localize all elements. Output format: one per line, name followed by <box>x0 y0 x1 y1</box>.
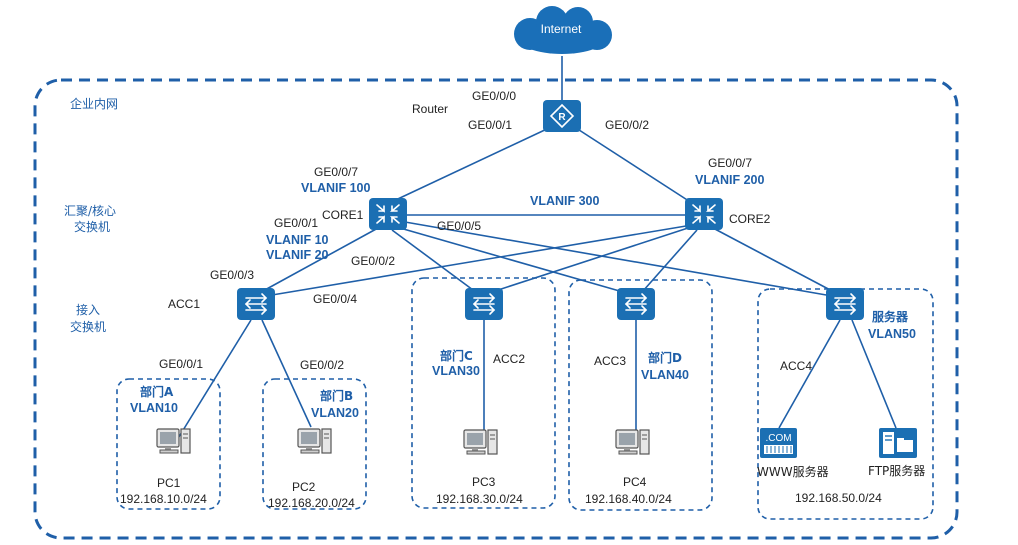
link-core1-acc1 <box>262 227 379 292</box>
core1-switch-icon <box>368 197 408 231</box>
www-server-label: WWW服务器 <box>757 464 829 479</box>
acc1-label: ACC1 <box>168 297 200 311</box>
dept-d-subnet: 192.168.40.0/24 <box>585 492 672 506</box>
internet-cloud-icon <box>514 6 612 54</box>
dept-c-name: 部门C <box>440 348 473 363</box>
dept-d-name: 部门D <box>648 350 682 365</box>
link-core1-acc3 <box>399 227 624 293</box>
dept-c-box <box>411 277 556 509</box>
acc2-switch-icon <box>464 287 504 321</box>
core1-port-to-core2: GE0/0/5 <box>437 219 481 233</box>
core2-label: CORE2 <box>729 212 771 226</box>
www-badge: .COM <box>765 433 791 444</box>
core2-port-up: GE0/0/7 <box>708 156 752 170</box>
intranet-boundary <box>33 78 959 540</box>
acc2-label: ACC2 <box>493 352 525 366</box>
internet-label: Internet <box>541 22 582 36</box>
pc1-icon <box>156 428 191 454</box>
acc1-port-up: GE0/0/3 <box>210 268 254 282</box>
dept-a-subnet: 192.168.10.0/24 <box>120 492 207 506</box>
router-label: Router <box>412 102 448 116</box>
server-subnet: 192.168.50.0/24 <box>795 491 882 505</box>
region-core-label-2: 交换机 <box>74 219 110 234</box>
link-core2-acc3 <box>642 229 698 292</box>
server-zone-vlan: VLAN50 <box>868 327 916 341</box>
core1-port-down: GE0/0/1 <box>274 216 318 230</box>
link-router-core2 <box>575 127 696 206</box>
acc1-port-a: GE0/0/1 <box>159 357 203 371</box>
pc3-icon <box>463 429 498 455</box>
acc1-switch-icon <box>236 287 276 321</box>
link-core2-acc1 <box>271 225 687 296</box>
acc4-switch-icon <box>825 287 865 321</box>
region-access-label-1: 接入 <box>76 302 100 317</box>
pc2-icon <box>297 428 332 454</box>
link-core2-acc4 <box>712 227 835 293</box>
pc1-label: PC1 <box>157 476 181 490</box>
region-intranet-label: 企业内网 <box>70 96 118 111</box>
dept-d-box <box>568 279 713 511</box>
region-core-label-1: 汇聚/核心 <box>64 204 116 218</box>
link-acc4-www <box>778 319 841 429</box>
acc3-label: ACC3 <box>594 354 626 368</box>
dept-a-name: 部门A <box>140 384 174 399</box>
dept-b-name: 部门B <box>320 388 353 403</box>
router-port-up: GE0/0/0 <box>472 89 516 103</box>
link-core2-acc2 <box>491 227 689 293</box>
link-core1-acc2 <box>391 229 474 291</box>
router-icon: R <box>543 100 581 132</box>
server-zone-name: 服务器 <box>872 309 909 324</box>
pc4-icon <box>615 429 650 455</box>
acc1-port-right: GE0/0/4 <box>313 292 357 306</box>
pc2-label: PC2 <box>292 480 316 494</box>
acc4-label: ACC4 <box>780 359 812 373</box>
link-core1-acc4 <box>404 221 833 297</box>
link-acc1-pc2 <box>261 319 312 428</box>
region-access-label-2: 交换机 <box>70 319 106 334</box>
pc4-label: PC4 <box>623 475 647 489</box>
core1-vlanif-a: VLANIF 10 <box>266 233 329 247</box>
www-server-icon: .COM <box>760 428 797 458</box>
dept-b-subnet: 192.168.20.0/24 <box>268 496 355 510</box>
network-links <box>176 56 897 441</box>
dept-a-vlan: VLAN10 <box>130 401 178 415</box>
ftp-server-icon <box>879 428 917 458</box>
core1-vlanif-up: VLANIF 100 <box>301 181 371 195</box>
router-port-left: GE0/0/1 <box>468 118 512 132</box>
acc3-switch-icon <box>616 287 656 321</box>
dept-b-box <box>262 378 367 510</box>
link-router-core1 <box>384 127 550 206</box>
dept-a-box <box>116 378 221 510</box>
ftp-server-label: FTP服务器 <box>868 463 925 478</box>
svg-text:R: R <box>558 112 566 123</box>
pc3-label: PC3 <box>472 475 496 489</box>
link-acc1-pc1 <box>176 319 252 441</box>
dept-c-vlan: VLAN30 <box>432 364 480 378</box>
dept-c-subnet: 192.168.30.0/24 <box>436 492 523 506</box>
link-acc4-ftp <box>851 319 897 429</box>
interlink-vlanif: VLANIF 300 <box>530 194 600 208</box>
core1-port-up: GE0/0/7 <box>314 165 358 179</box>
dept-d-vlan: VLAN40 <box>641 368 689 382</box>
core1-label: CORE1 <box>322 208 364 222</box>
core2-switch-icon <box>684 197 724 231</box>
acc1-port-b: GE0/0/2 <box>300 358 344 372</box>
core1-port-acc: GE0/0/2 <box>351 254 395 268</box>
core2-vlanif-up: VLANIF 200 <box>695 173 765 187</box>
router-port-right: GE0/0/2 <box>605 118 649 132</box>
dept-b-vlan: VLAN20 <box>311 406 359 420</box>
core1-vlanif-b: VLANIF 20 <box>266 248 329 262</box>
